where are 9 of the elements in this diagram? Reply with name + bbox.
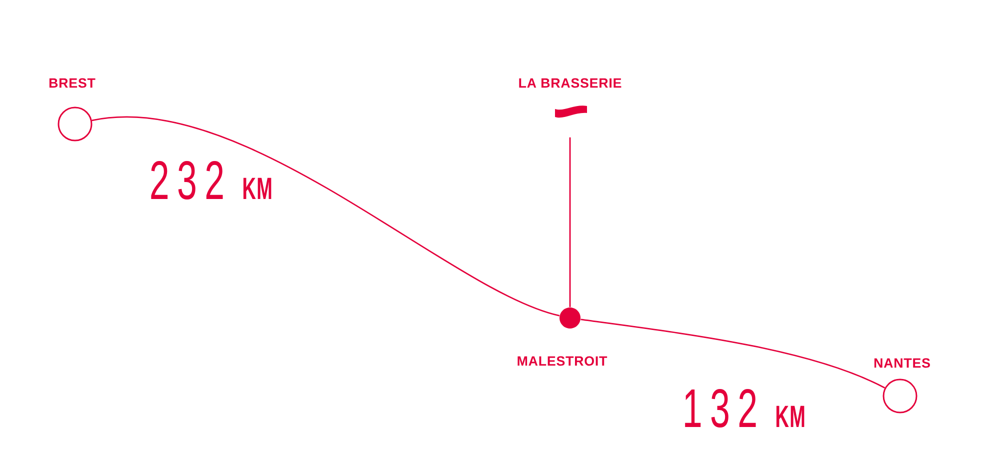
- distance-label: 132 KM: [685, 388, 804, 428]
- place-name: BREST: [49, 78, 96, 88]
- place-name: LA BRASSERIE: [519, 78, 622, 88]
- route-line: [92, 116, 560, 316]
- distance-label: 232 KM: [151, 160, 272, 200]
- connector-line: [569, 137, 571, 308]
- place-name: MALESTROIT: [518, 356, 608, 366]
- place-name: NANTES: [874, 358, 930, 368]
- route-line: [580, 318, 886, 389]
